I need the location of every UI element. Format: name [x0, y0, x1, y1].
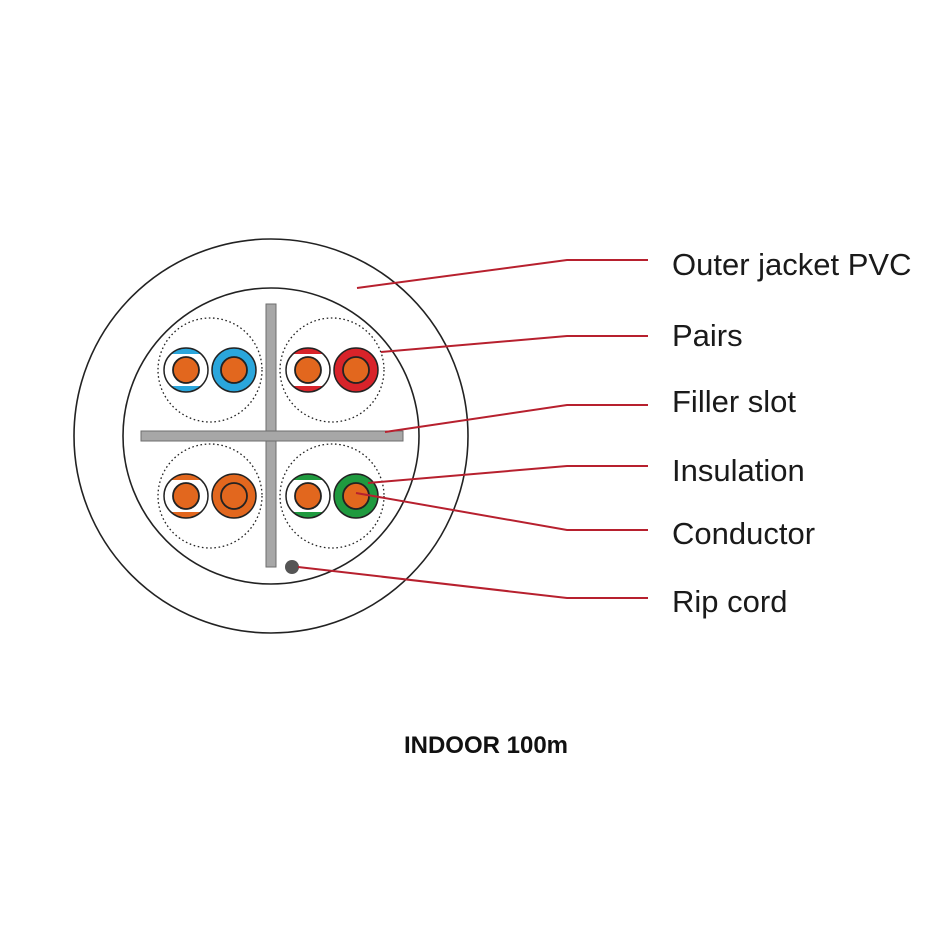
- leader-lines: [297, 259, 648, 599]
- filler-slot-cross: [140, 303, 404, 568]
- conductor-striped-bottom-left: [172, 482, 200, 510]
- insulation-stripes-top-left: [164, 348, 208, 392]
- conductor-solid-top-right: [342, 356, 370, 384]
- pair-boundary-bottom-left: [157, 443, 263, 549]
- conductor-striped-top-left: [172, 356, 200, 384]
- stripe-bottom-bottom-right: [286, 512, 330, 518]
- conductor-solid-top-left: [220, 356, 248, 384]
- label-outer-jacket: Outer jacket PVC: [672, 247, 911, 282]
- callout-labels: Outer jacket PVC Pairs Filler slot Insul…: [672, 247, 911, 619]
- striped-insulation-outline-top-left: [163, 347, 209, 393]
- conductor-striped-top-right: [294, 356, 322, 384]
- stripe-top-bottom-right: [286, 474, 330, 480]
- leader-line-conductor: [355, 492, 648, 531]
- conductor-striped-bottom-right: [294, 482, 322, 510]
- stripe-bottom-top-left: [164, 386, 208, 392]
- pair-top-left: [157, 317, 263, 423]
- conductor-solid-bottom-left: [220, 482, 248, 510]
- pair-bottom-left: [157, 443, 263, 549]
- filler-horizontal-bar: [140, 430, 404, 442]
- twisted-pairs: [157, 317, 385, 549]
- inner-core-circle: [122, 287, 420, 585]
- stripe-top-top-left: [164, 348, 208, 354]
- striped-insulation-outline-top-right: [285, 347, 331, 393]
- rip-cord-dot: [285, 560, 299, 574]
- leader-line-insulation: [367, 465, 648, 484]
- label-insulation: Insulation: [672, 453, 805, 488]
- pair-boundary-top-left: [157, 317, 263, 423]
- pair-bottom-right: [279, 443, 385, 549]
- pair-boundary-top-right: [279, 317, 385, 423]
- leader-line-pairs: [380, 335, 648, 353]
- caption: INDOOR 100m: [404, 732, 568, 759]
- insulation-stripes-bottom-right: [286, 474, 330, 518]
- insulation-stripes-top-right: [286, 348, 330, 392]
- stripe-top-bottom-left: [164, 474, 208, 480]
- pair-top-right: [279, 317, 385, 423]
- leader-line-outer-jacket: [356, 259, 648, 289]
- leader-line-filler-slot: [384, 404, 648, 433]
- stripe-top-top-right: [286, 348, 330, 354]
- striped-insulation-outline-bottom-left: [163, 473, 209, 519]
- leader-line-rip-cord: [297, 566, 648, 599]
- label-conductor: Conductor: [672, 516, 815, 551]
- conductor-solid-bottom-right: [342, 482, 370, 510]
- stripe-bottom-bottom-left: [164, 512, 208, 518]
- striped-insulation-outline-bottom-right: [285, 473, 331, 519]
- outer-jacket-circle: [73, 238, 469, 634]
- pair-boundary-bottom-right: [279, 443, 385, 549]
- label-rip-cord: Rip cord: [672, 584, 787, 619]
- insulation-stripes-bottom-left: [164, 474, 208, 518]
- label-pairs: Pairs: [672, 318, 743, 353]
- label-filler-slot: Filler slot: [672, 384, 796, 419]
- stripe-bottom-top-right: [286, 386, 330, 392]
